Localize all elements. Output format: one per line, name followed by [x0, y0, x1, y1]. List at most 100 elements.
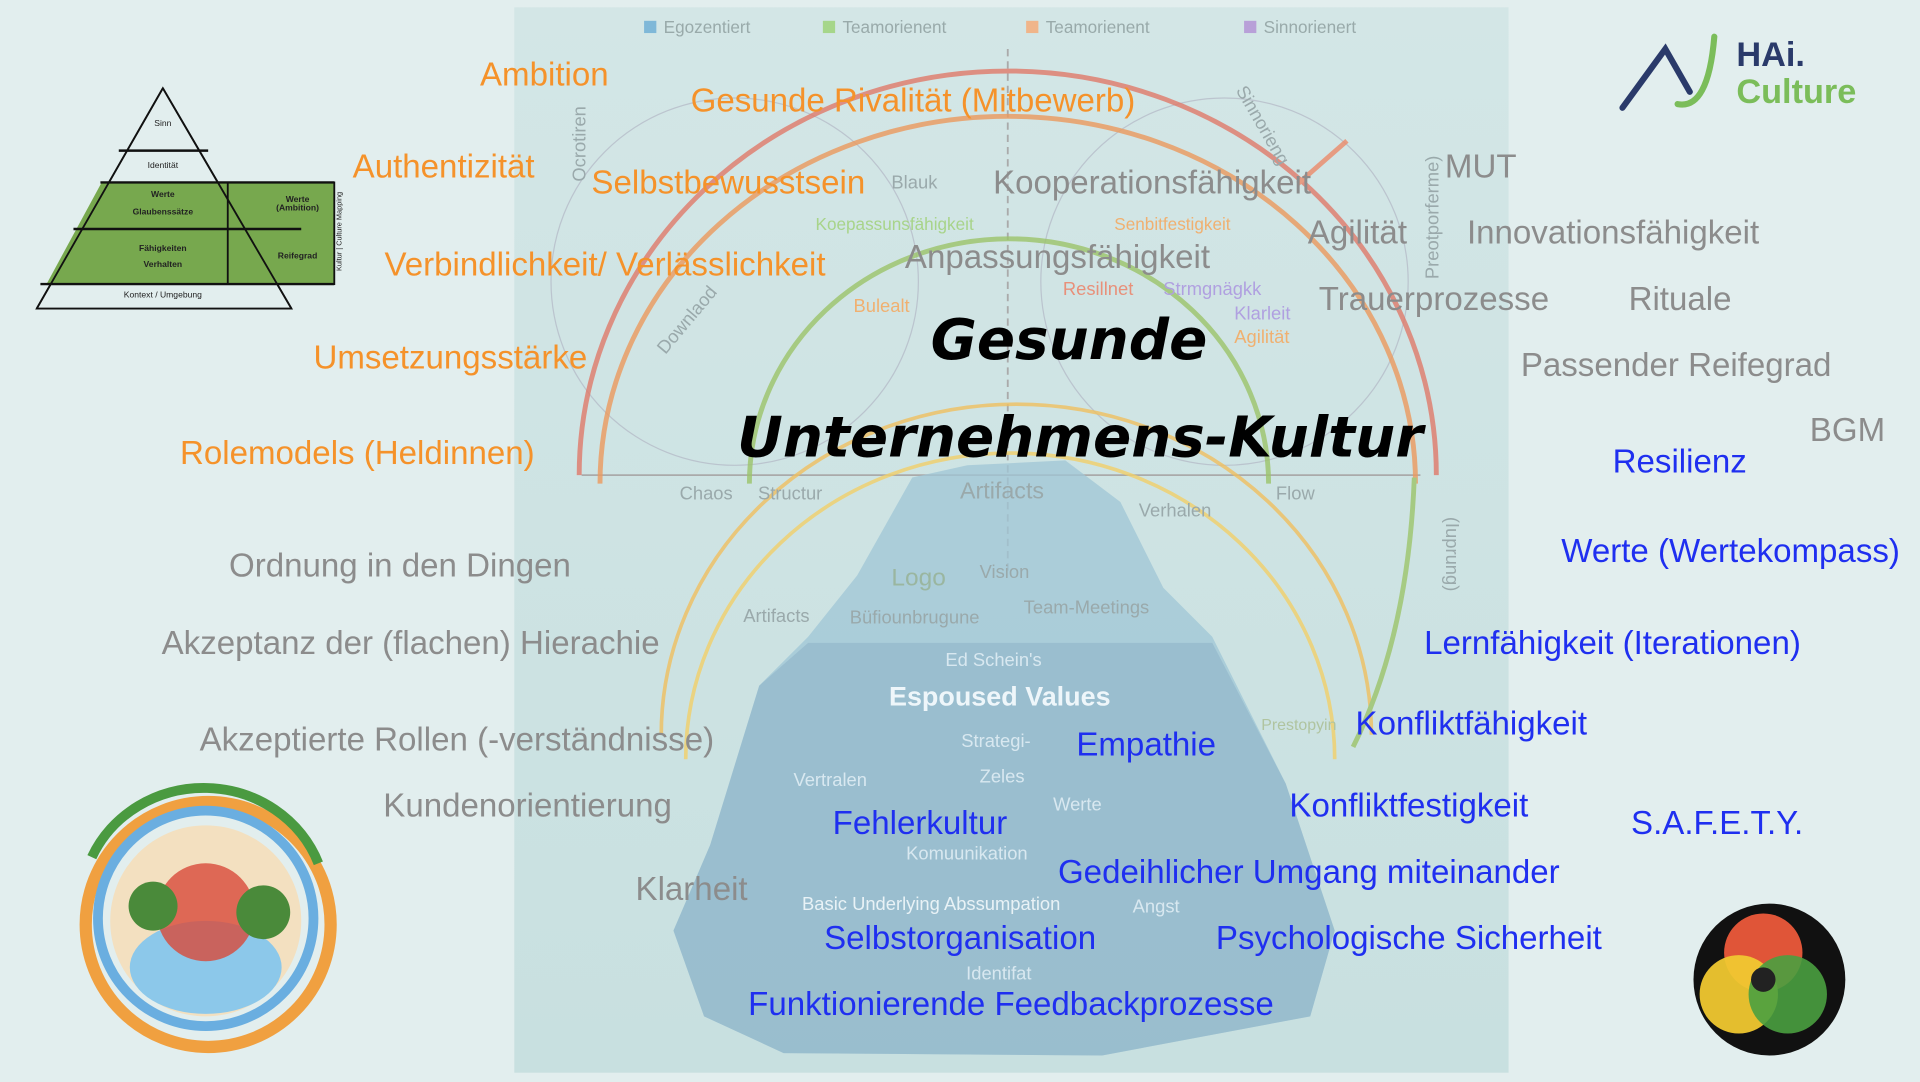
value-label: Selbstorganisation — [824, 919, 1097, 957]
value-label: Psychologische Sicherheit — [1215, 919, 1602, 957]
value-label: Anpassungsfähigkeit — [904, 238, 1211, 276]
bg-label: Klarleit — [1234, 303, 1291, 325]
value-label: Trauerprozesse — [1318, 280, 1550, 318]
value-label: Werte (Wertekompass) — [1561, 532, 1900, 570]
bg-label: Chaos — [679, 483, 733, 505]
hai-culture-logo: HAi. Culture — [1736, 35, 1857, 111]
bg-label: Blauk — [891, 172, 938, 194]
value-label: Empathie — [1076, 726, 1217, 763]
value-label: Umsetzungsstärke — [313, 339, 588, 376]
legend-label: Egozentiert — [663, 17, 751, 37]
bg-label: Agilität — [1234, 326, 1290, 348]
value-label: Lernfähigkeit (Iterationen) — [1424, 624, 1801, 662]
bg-label: Logo — [891, 564, 946, 592]
bg-label: Team-Meetings — [1023, 597, 1150, 619]
pyramid-level: Identität — [147, 161, 179, 171]
value-label: Kundenorientierung — [383, 787, 672, 825]
value-label: Konfliktfestigkeit — [1289, 787, 1529, 825]
hai-logo-mark — [1619, 33, 1718, 111]
value-label: Ambition — [480, 56, 609, 94]
bg-label: Senbitfestigkeit — [1114, 214, 1231, 234]
logo-text: HAi. — [1736, 35, 1805, 74]
bg-label: Resillnet — [1062, 279, 1134, 301]
value-label: Akzeptanz der (flachen) Hierachie — [161, 624, 660, 662]
bg-label: Büfiounbrugune — [849, 607, 980, 629]
yellow-arc — [659, 402, 1374, 735]
value-label: MUT — [1444, 148, 1517, 185]
legend-item: Sinnorienert — [1244, 17, 1356, 37]
pyramid-vertical-label: Kultur | Culture Mapping — [336, 191, 345, 271]
bg-label: Flow — [1275, 483, 1315, 505]
value-label: Innovationsfähigkeit — [1466, 214, 1760, 252]
pyramid-level: Kontext / Umgebung — [123, 291, 202, 301]
value-label: Agilität — [1307, 214, 1408, 252]
story-circle-graphic — [79, 783, 337, 1054]
bg-label: Komuunikation — [906, 843, 1028, 865]
value-label: Authentizität — [352, 148, 535, 185]
bg-label: Prestopyin — [1261, 715, 1337, 734]
value-label: Passender Reifegrad — [1520, 346, 1832, 384]
value-label: Selbstbewusstsein — [591, 164, 866, 201]
venn-logo — [1693, 903, 1846, 1056]
value-label: Resilienz — [1612, 443, 1747, 481]
legend-item: Teamorienent — [822, 17, 947, 37]
bg-label: Preotporferme) — [1422, 155, 1444, 280]
bg-label: Strmgnägkk — [1163, 279, 1262, 301]
iceberg-underwater — [673, 642, 1335, 1056]
red-arrow — [1296, 138, 1349, 186]
bg-label: Identifat — [966, 963, 1032, 985]
bg-label: Verhalen — [1138, 500, 1212, 522]
pyramid-side-label: Reifegrad — [277, 252, 318, 261]
legend-item: Egozentiert — [644, 17, 750, 37]
bg-label: Strategi- — [961, 731, 1031, 752]
bg-label: Vertralen — [793, 770, 868, 792]
legend-label: Sinnorienert — [1263, 17, 1357, 37]
bg-label: Ocrotiren — [569, 106, 591, 182]
bg-label: Angst — [1132, 896, 1180, 918]
background-circle — [550, 97, 919, 466]
bg-label: Bulealt — [853, 296, 910, 318]
red-arc — [576, 68, 1439, 476]
pyramid-level: Fähigkeiten — [139, 244, 187, 254]
bg-label: Espoused Values — [888, 680, 1111, 712]
yellow-arc — [683, 451, 1337, 760]
bg-label: Basic Underlying Abssumpation — [802, 893, 1061, 915]
title-line-1: Gesunde — [930, 306, 1208, 373]
value-label: S.A.F.E.T.Y. — [1631, 804, 1804, 842]
value-label: Kooperationsfähigkeit — [993, 164, 1312, 201]
pyramid-side-label: Werte (Ambition) — [276, 195, 319, 214]
bg-label: Artifacts — [743, 606, 810, 627]
value-label: Ordnung in den Dingen — [228, 547, 571, 585]
value-label: Fehlerkultur — [832, 804, 1008, 842]
value-label: Rolemodels (Heldinnen) — [180, 434, 535, 472]
value-label: Verbindlichkeit/ Verlässlichkeit — [384, 246, 826, 283]
bg-label: Ed Schein's — [945, 650, 1042, 672]
value-label: Rituale — [1628, 280, 1732, 318]
legend-label: Teamorienent — [842, 17, 947, 37]
pyramid — [35, 86, 336, 310]
value-label: Gedeihlicher Umgang miteinander — [1057, 853, 1560, 891]
logo-text: Culture — [1736, 72, 1857, 111]
bg-label: Artifacts — [960, 478, 1045, 505]
value-label: BGM — [1809, 411, 1886, 449]
pyramid-level: Sinn — [154, 120, 172, 129]
value-label: Funktionierende Feedbackprozesse — [748, 985, 1274, 1023]
pyramid-level: Glaubenssätze — [132, 208, 194, 217]
pyramid-level: Werte — [151, 191, 175, 200]
title-line-2: Unternehmens-Kultur — [737, 404, 1423, 471]
legend-label: Teamorienent — [1045, 17, 1150, 37]
orange-arc — [597, 113, 1418, 484]
bg-label: Zeles — [979, 766, 1025, 788]
bg-label: Structur — [757, 483, 823, 505]
bg-label: Werte — [1053, 794, 1102, 816]
value-label: Gesunde Rivalität (Mitbewerb) — [690, 82, 1136, 119]
bg-label: Koepassunsfähigkeit — [815, 214, 974, 234]
value-label: Klarheit — [635, 870, 748, 908]
green-arc — [746, 236, 1272, 484]
value-label: Konfliktfähigkeit — [1355, 705, 1588, 743]
green-arrow — [1350, 477, 1417, 749]
legend-item: Teamorienent — [1026, 17, 1150, 37]
bg-label: (Iuprung) — [1441, 516, 1462, 592]
